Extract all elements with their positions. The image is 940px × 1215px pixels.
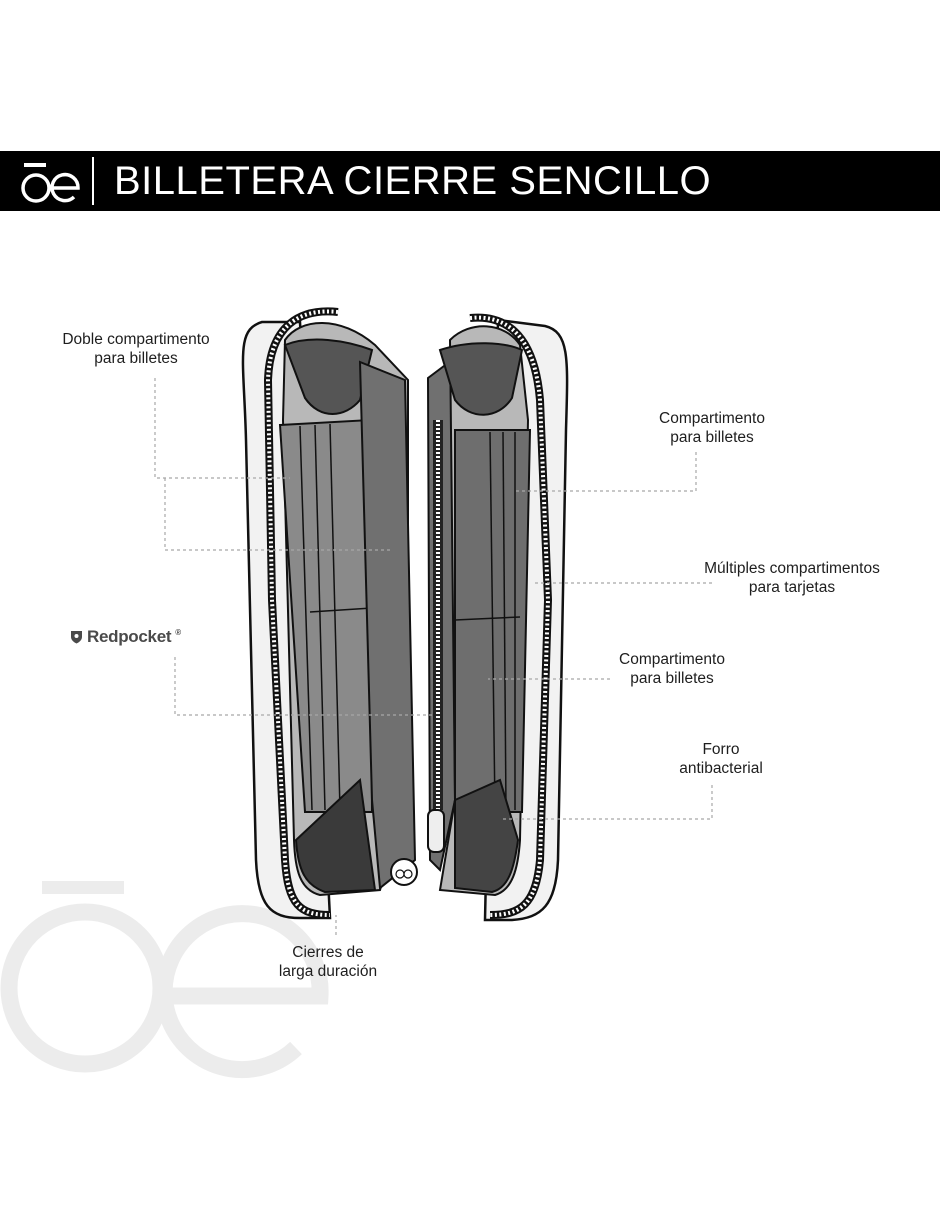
callout-line: para billetes [94, 350, 178, 367]
left-zipper-teeth [265, 309, 339, 917]
brand-registered-mark: ® [175, 627, 181, 637]
oe-logo-icon [21, 163, 80, 203]
callout-line: Compartimento [619, 651, 725, 668]
zipper-pull [427, 809, 445, 853]
callout-line: Forro [702, 741, 740, 758]
callout-line: larga duración [278, 963, 378, 980]
header-separator [92, 157, 94, 205]
brand-label: Redpocket® [70, 627, 181, 647]
callout-line: para billetes [670, 429, 754, 446]
oe-watermark-icon [0, 881, 329, 1079]
left-lower-pocket [294, 777, 377, 894]
right-zipper-teeth [469, 315, 551, 917]
callout-line: Compartimento [659, 410, 765, 427]
callout-multiples-tarjetas: Múltiples compartimentos para tarjetas [686, 559, 898, 597]
page-title: BILLETERA CIERRE SENCILLO [114, 159, 712, 203]
callout-line: Cierres de [292, 944, 364, 961]
header-banner: BILLETERA CIERRE SENCILLO [0, 151, 940, 211]
leader-forro [500, 785, 713, 820]
leader-comp-top [515, 452, 697, 492]
brand-name: Redpocket [87, 627, 172, 646]
callout-doble-compartimento: Doble compartimento para billetes [48, 330, 224, 368]
right-upper-pocket [438, 342, 524, 416]
leader-doble-2 [164, 478, 390, 551]
right-lower-pocket [454, 778, 520, 894]
callout-cierres: Cierres de larga duración [256, 943, 400, 981]
callout-line: Doble compartimento [62, 331, 210, 348]
callout-compartimento-top: Compartimento para billetes [636, 409, 788, 447]
leader-brand [174, 657, 432, 716]
callout-line: para billetes [630, 670, 714, 687]
shield-icon [71, 631, 82, 644]
callout-line: Múltiples compartimentos [704, 560, 880, 577]
callout-compartimento-mid: Compartimento para billetes [596, 650, 748, 688]
callout-line: antibacterial [679, 760, 763, 777]
callout-line: para tarjetas [748, 579, 836, 596]
callout-forro: Forro antibacterial [656, 740, 786, 778]
